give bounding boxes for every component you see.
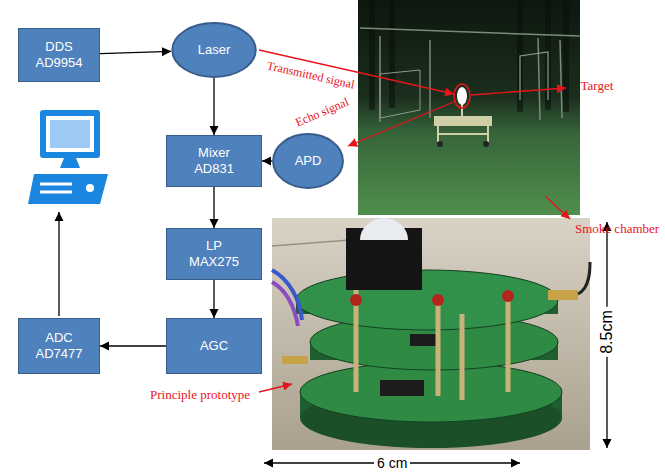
text-holder: DDS AD9954 — [36, 39, 83, 70]
dimension-label: 6 cm — [374, 455, 410, 471]
text-holder: ADC AD7477 — [36, 330, 83, 361]
signal-arrow — [213, 280, 214, 318]
prototype-photo — [272, 218, 590, 450]
node-text: ADC AD7477 — [36, 330, 83, 361]
power-button — [86, 184, 94, 192]
process-box: AGC — [166, 318, 262, 374]
data-arrow — [58, 212, 59, 316]
text-holder: AGC — [200, 338, 228, 354]
signal-arrow — [100, 345, 166, 346]
monitor-stand — [60, 158, 80, 168]
nut — [350, 294, 362, 306]
signal-label: Echo signal — [293, 94, 351, 130]
cable — [272, 282, 298, 326]
device-ellipse: APD — [272, 133, 344, 189]
echo-ray — [348, 101, 456, 146]
target-mark — [454, 84, 470, 108]
nut — [502, 290, 514, 302]
cart-frame — [438, 104, 488, 142]
monitor-screen — [46, 116, 94, 152]
text-holder: Mixer AD831 — [194, 145, 234, 176]
node-text: LP MAX275 — [189, 238, 239, 269]
cart-top — [434, 116, 492, 126]
text-holder: LP MAX275 — [189, 238, 239, 269]
chip — [380, 380, 424, 396]
text-holder: Laser — [198, 42, 231, 58]
target-board — [457, 87, 467, 105]
callout-label: Smoke chamber — [575, 221, 659, 237]
standoff — [356, 290, 508, 400]
callout-label: Target — [581, 78, 614, 94]
curtain-fold — [372, 0, 566, 112]
cart-wheel — [437, 141, 443, 147]
callout-label: Principle prototype — [150, 387, 250, 403]
drive-slot — [40, 184, 72, 192]
signal-arrow — [262, 160, 272, 161]
leader-line — [259, 384, 292, 392]
process-box: Mixer AD831 — [166, 135, 262, 187]
text-holder: APD — [295, 153, 322, 169]
leader-line — [545, 196, 570, 219]
sma-connector — [282, 356, 308, 364]
photo-ground — [358, 0, 580, 215]
ellipse-shape — [172, 23, 255, 77]
signal-arrow — [213, 78, 214, 135]
node-text: AGC — [200, 338, 228, 354]
monitor — [40, 110, 100, 158]
nut — [432, 294, 444, 306]
process-box: DDS AD9954 — [18, 28, 100, 82]
node-text: Mixer AD831 — [194, 145, 234, 176]
signal-label: Transmitted signal — [265, 58, 355, 92]
cable — [578, 262, 590, 294]
node-text: DDS AD9954 — [36, 39, 83, 70]
frame-rail — [520, 52, 548, 100]
computer-icon — [28, 110, 108, 204]
lens-dome — [360, 218, 408, 240]
cart-wheel — [483, 141, 489, 147]
desk-edge — [272, 240, 350, 246]
monitor-screen — [50, 120, 90, 148]
signal-arrow — [213, 187, 214, 228]
photo-ground — [272, 218, 590, 450]
node-text: APD — [295, 153, 322, 169]
device-ellipse: Laser — [171, 22, 257, 78]
process-box: ADC AD7477 — [18, 318, 100, 374]
signal-arrow — [100, 51, 171, 53]
computer-base — [28, 174, 108, 204]
leader-line — [471, 88, 566, 95]
ellipse-shape — [273, 134, 343, 188]
pcb-board — [300, 362, 562, 422]
transmitted-ray — [259, 50, 454, 94]
process-box: LP MAX275 — [166, 228, 262, 280]
sma-connector — [548, 290, 578, 300]
frame-rail — [380, 70, 420, 118]
frame-rail — [360, 28, 580, 122]
pcb-board — [296, 270, 558, 330]
smoke-chamber-photo — [358, 0, 580, 215]
node-text: Laser — [198, 42, 231, 58]
dimension-label: 8.5cm — [598, 307, 616, 357]
